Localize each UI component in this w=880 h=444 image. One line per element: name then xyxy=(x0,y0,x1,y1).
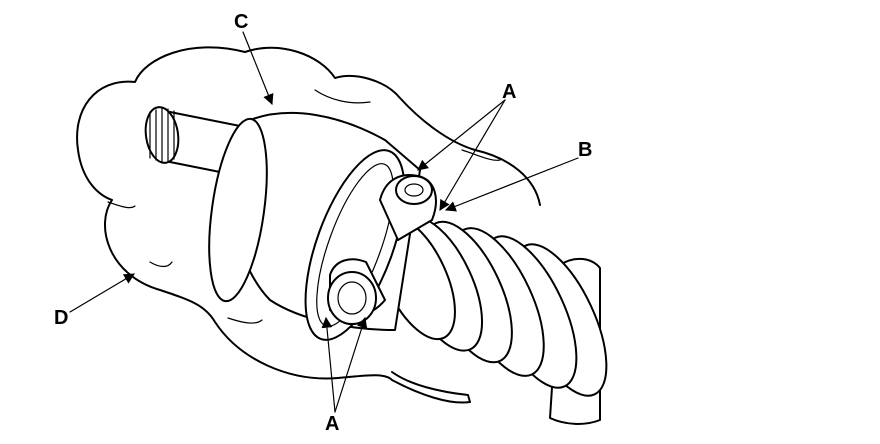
cloth-fold-5 xyxy=(461,149,501,161)
callout-b: B xyxy=(578,139,593,161)
leader-a-upper-2 xyxy=(439,99,506,211)
tripod-rollers xyxy=(327,174,437,325)
callout-c: C xyxy=(234,11,249,33)
leader-d xyxy=(69,273,135,313)
cloth-fold-4 xyxy=(149,261,173,268)
callout-a-upper: A xyxy=(502,81,517,103)
leader-c xyxy=(242,31,274,106)
leader-a-upper-1 xyxy=(417,99,506,171)
outer-joint-housing xyxy=(208,111,421,341)
callout-a-lower: A xyxy=(325,413,340,435)
leader-a-lower-1 xyxy=(321,316,336,413)
cloth-fold-2 xyxy=(107,201,136,209)
cloth-fold-3 xyxy=(227,317,263,324)
boot-bellows xyxy=(376,215,608,425)
grease-cloth-outline xyxy=(76,46,541,404)
leader-a-lower-2 xyxy=(334,316,368,413)
cloth-fold-1 xyxy=(314,89,371,104)
callout-d: D xyxy=(54,307,69,329)
leader-b xyxy=(444,157,579,212)
